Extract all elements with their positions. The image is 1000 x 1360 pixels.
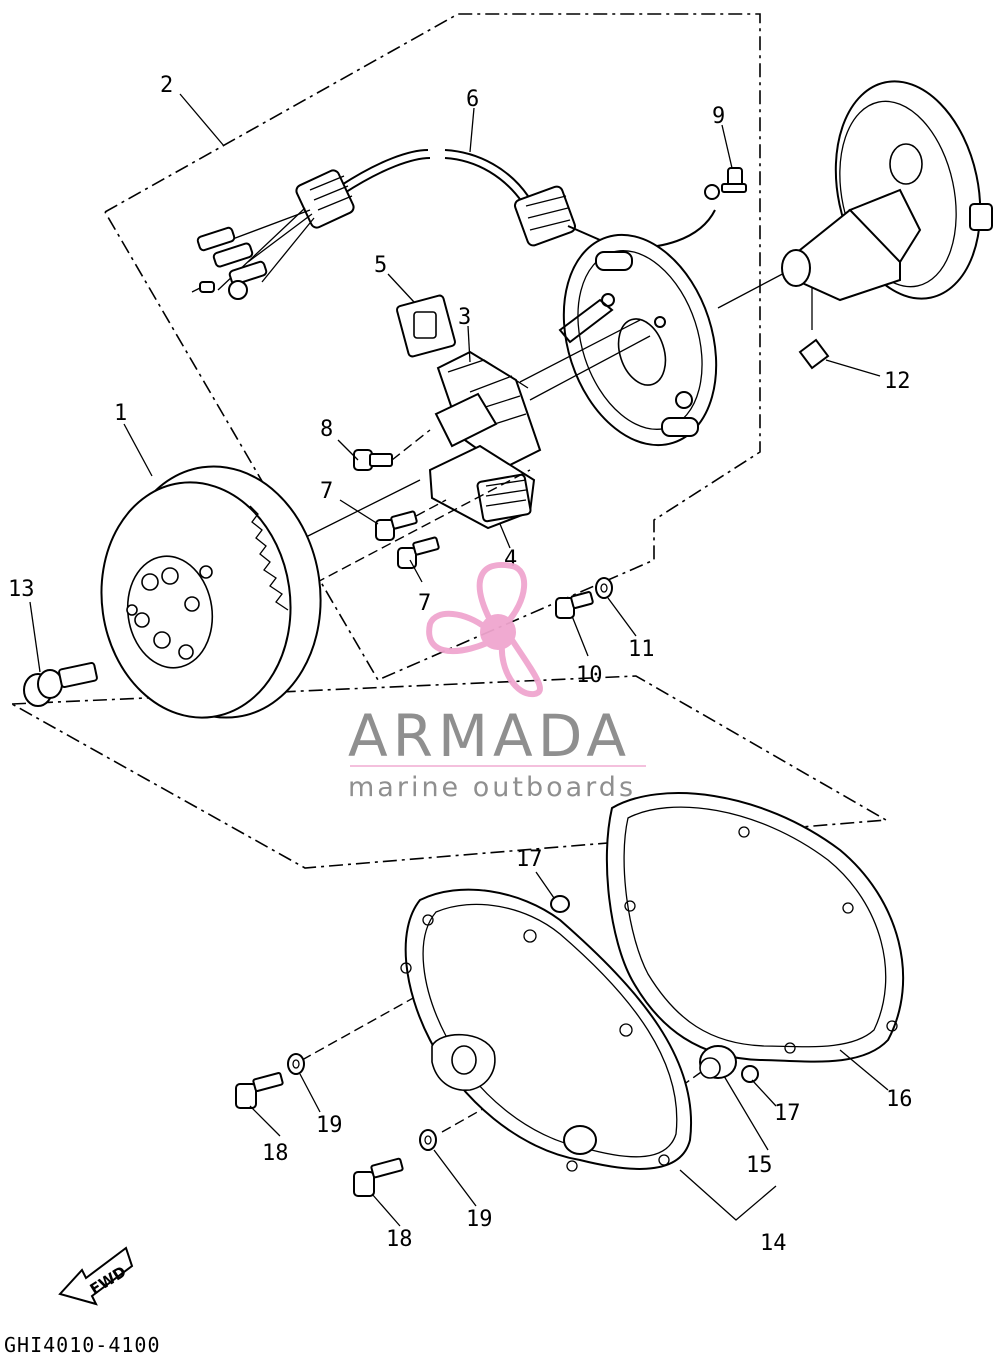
- callout-1: 1: [114, 401, 127, 426]
- screw-9: [721, 167, 747, 193]
- propeller-logo-icon: [426, 561, 543, 698]
- callout-11: 11: [628, 637, 655, 662]
- callout-9: 9: [712, 104, 725, 129]
- screw-8: [353, 429, 431, 471]
- callout-17-upper: 17: [516, 847, 543, 872]
- callout-7-upper: 7: [320, 479, 333, 504]
- washer-19-upper: [287, 1053, 305, 1075]
- callout-7-lower: 7: [418, 591, 431, 616]
- pulser-bracket: [395, 294, 498, 448]
- washer-19-lower: [419, 1129, 437, 1151]
- flywheel-nut: [23, 662, 98, 707]
- crankshaft-cover: [781, 80, 993, 302]
- callout-18-upper: 18: [262, 1141, 289, 1166]
- callout-numbers: 2 6 9 3 5 1 8 7 7 4 10 11 12 13 17 17 16…: [8, 73, 913, 1256]
- callout-8: 8: [320, 417, 333, 442]
- drawing-code: GHI4010-4100: [4, 1333, 161, 1357]
- lower-cover: [400, 888, 693, 1172]
- collar-15: [699, 1045, 737, 1079]
- stator-plate: [558, 233, 718, 447]
- callout-12: 12: [884, 369, 911, 394]
- callout-19-lower: 19: [466, 1207, 493, 1232]
- grommet-17-upper: [550, 895, 570, 913]
- bolt-18-upper: [235, 1072, 284, 1109]
- washer-11: [595, 577, 613, 599]
- harness-grommet-left: [295, 169, 355, 229]
- harness-grommet-right: [513, 185, 601, 247]
- callout-19-upper: 19: [316, 1113, 343, 1138]
- wire-harness: [191, 149, 601, 300]
- assembly-boundary-lower: [11, 675, 889, 869]
- callout-18-lower: 18: [386, 1227, 413, 1252]
- watermark-tagline: marine outboards: [348, 772, 636, 803]
- watermark: ARMADA marine outboards: [348, 561, 646, 803]
- callout-3: 3: [458, 305, 471, 330]
- ground-lead: [619, 167, 747, 250]
- watermark-brand: ARMADA: [348, 702, 631, 770]
- grommet-17-lower: [741, 1065, 759, 1083]
- gasket: [605, 792, 905, 1063]
- callout-17-lower: 17: [774, 1101, 801, 1126]
- callout-10: 10: [576, 663, 603, 688]
- lighting-coil: [428, 444, 536, 530]
- callout-16: 16: [886, 1087, 913, 1112]
- callout-2: 2: [160, 73, 173, 98]
- callout-5: 5: [374, 253, 387, 278]
- harness-connectors: [191, 207, 315, 300]
- woodruff-key: [798, 338, 830, 370]
- screw-7-upper: [375, 499, 447, 541]
- flywheel: [100, 465, 322, 719]
- screw-10: [555, 591, 594, 619]
- assembly-boundary-upper: [104, 13, 761, 682]
- callout-6: 6: [466, 87, 479, 112]
- callout-14: 14: [760, 1231, 787, 1256]
- callout-13: 13: [8, 577, 35, 602]
- fwd-arrow-icon: FWD: [58, 1246, 134, 1306]
- callout-15: 15: [746, 1153, 773, 1178]
- leader-lines: [29, 93, 889, 1227]
- screw-7-lower: [397, 536, 440, 569]
- bolt-18-lower: [353, 1157, 404, 1197]
